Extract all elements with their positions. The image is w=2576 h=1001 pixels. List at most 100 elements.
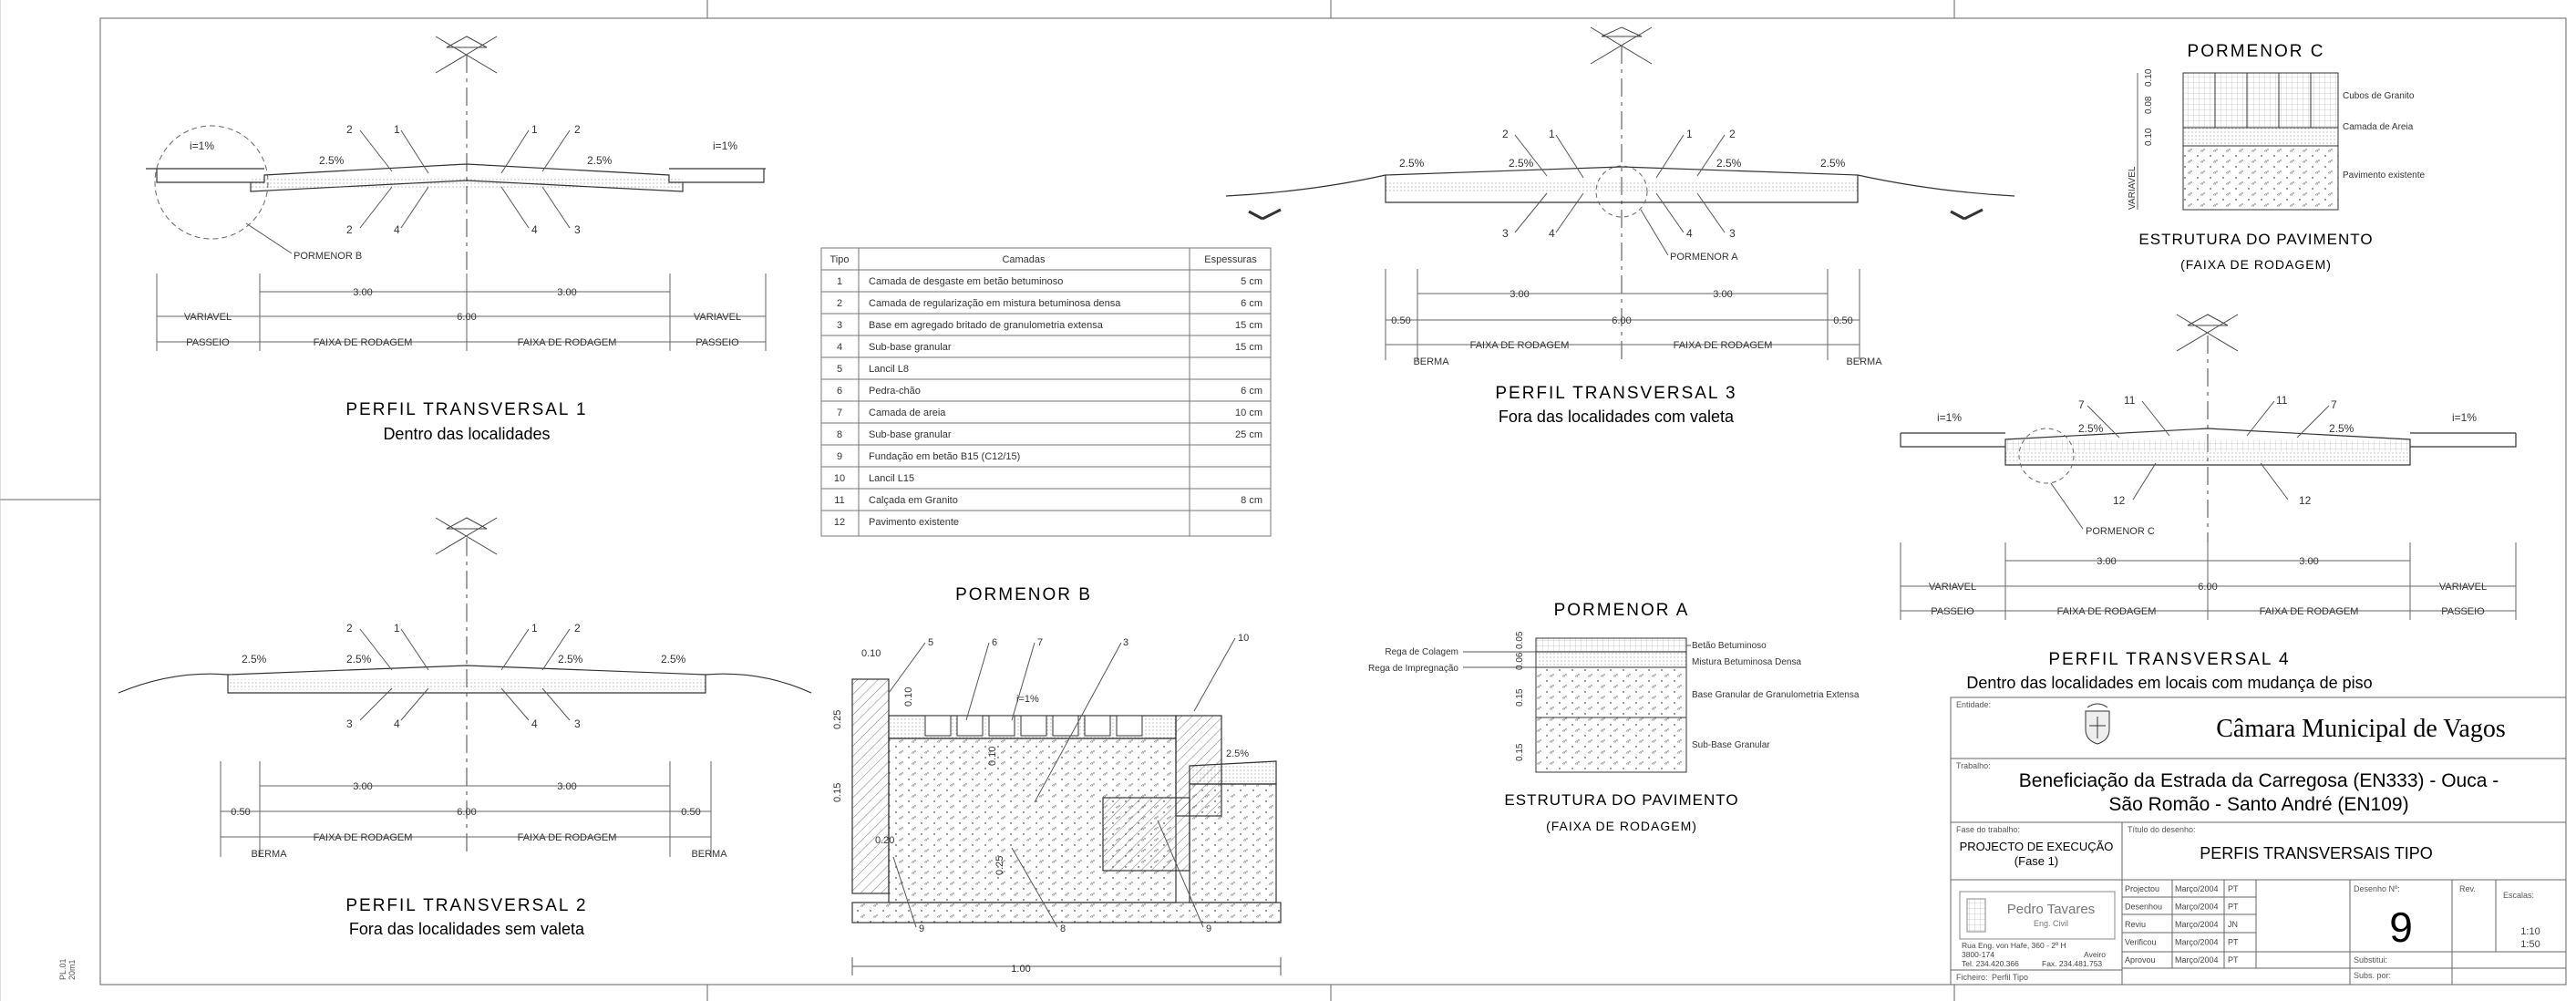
work-line-1: Beneficiação da Estrada da Carregosa (EN…: [2019, 770, 2499, 791]
p4-slope: 2.5%: [2329, 422, 2354, 435]
phase-label: Fase do trabalho:: [1956, 825, 2020, 834]
dim: 0.10: [987, 747, 998, 766]
dim: FAIXA DE RODAGEM: [314, 832, 413, 843]
dim: 3.00: [353, 287, 372, 298]
dim: BERMA: [1413, 356, 1449, 367]
callout: 4: [531, 717, 538, 730]
dim: BERMA: [1846, 356, 1882, 367]
p3-slope: 2.5%: [1509, 157, 1534, 170]
table-cell-espessura: 25 cm: [1235, 429, 1262, 440]
profile-2-subtitle: Fora das localidades sem valeta: [349, 920, 585, 938]
profile-1-subtitle: Dentro das localidades: [383, 425, 550, 443]
p3-slope: 2.5%: [1399, 157, 1425, 170]
dim: BERMA: [251, 849, 287, 860]
profile-1-dimensions: [156, 273, 767, 351]
file-label: Ficheiro:: [1956, 973, 1988, 982]
callout: 4: [394, 223, 400, 236]
pormenor-a: PORMENOR A Rega de Colagem Rega de Impre…: [1368, 601, 1860, 833]
p2-slope: 2.5%: [242, 653, 267, 666]
pormenor-c-marker: [2018, 428, 2075, 484]
profile-2-title: PERFIL TRANSVERSAL 2: [345, 896, 587, 915]
signature-init: PT: [2228, 938, 2239, 947]
callout: 1: [394, 622, 400, 635]
signature-init: PT: [2228, 884, 2239, 893]
dim: 0.50: [1391, 315, 1410, 326]
dim: 3.00: [1713, 289, 1732, 300]
p1-slope-l: 2.5%: [319, 154, 345, 167]
table-cell-tipo: 3: [837, 320, 842, 331]
entity-name: Câmara Municipal de Vagos: [2216, 715, 2506, 743]
dim: 0.15: [1515, 688, 1525, 707]
dim: 0.15: [1515, 743, 1525, 761]
table-cell-espessura: 6 cm: [1241, 386, 1262, 397]
table-cell-tipo: 9: [837, 451, 842, 462]
callout: 4: [394, 717, 400, 730]
callout: 7: [2331, 398, 2337, 411]
profile-1-detail: PORMENOR B: [294, 251, 362, 262]
pormenor-a-marker: [1595, 165, 1648, 218]
label: Rega de Colagem: [1385, 647, 1458, 657]
callout: 2: [1502, 128, 1509, 140]
callout: 2: [346, 223, 353, 236]
table-cell-camada: Fundação em betão B15 (C12/15): [869, 451, 1020, 462]
p1-slope-right: i=1%: [713, 139, 737, 152]
table-cell-tipo: 2: [837, 298, 842, 309]
table-cell-espessura: 15 cm: [1235, 342, 1262, 353]
signature-date: Março/2004: [2175, 903, 2219, 912]
dim: 0.50: [231, 807, 250, 818]
dim: 0.06: [1515, 652, 1525, 670]
table-cell-espessura: 6 cm: [1241, 298, 1262, 309]
callout: 2: [574, 123, 581, 136]
p2-slope: 2.5%: [558, 653, 583, 666]
table-cell-tipo: 12: [834, 517, 845, 528]
callout: 7: [2078, 398, 2085, 411]
callout: 3: [1123, 637, 1128, 648]
p4-slope: 2.5%: [2078, 422, 2104, 435]
pormenor-b-marker: [154, 125, 269, 240]
profile-4-title: PERFIL TRANSVERSAL 4: [2048, 650, 2290, 669]
signature-date: Março/2004: [2175, 920, 2219, 929]
layer-label: Cubos de Granito: [2343, 91, 2415, 101]
dim: VARIAVEL: [2128, 166, 2138, 210]
profile-3-title: PERFIL TRANSVERSAL 3: [1495, 384, 1736, 403]
profile-1-title: PERFIL TRANSVERSAL 1: [345, 400, 587, 419]
table-cell-camada: Lancil L8: [869, 364, 909, 375]
table-cell-espessura: 5 cm: [1241, 276, 1262, 287]
table-cell-espessura: 15 cm: [1235, 320, 1262, 331]
profile-3-detail: PORMENOR A: [1670, 252, 1738, 263]
callout: 1: [531, 123, 538, 136]
pormenor-c-caption: ESTRUTURA DO PAVIMENTO: [2138, 231, 2373, 248]
designer-name: Pedro Tavares: [2007, 902, 2095, 917]
dim: FAIXA DE RODAGEM: [1470, 340, 1570, 351]
sheet-no-label: Desenho Nº:: [2354, 884, 2400, 893]
profile-1-slopes: i=1% 2.5% 2.5% i=1%: [190, 139, 737, 167]
dim: 0.50: [681, 807, 700, 818]
drawing-title: PERFIS TRANSVERSAIS TIPO: [2200, 844, 2432, 862]
p2-slope: 2.5%: [346, 653, 372, 666]
dim: 0.10: [903, 687, 914, 707]
signature-date: Março/2004: [2175, 938, 2219, 947]
signature-role: Projectou: [2125, 884, 2159, 893]
table-cell-camada: Camada de areia: [869, 408, 946, 418]
table-cell-tipo: 10: [834, 473, 845, 484]
dim: 6.00: [457, 312, 476, 323]
dim: 3.00: [557, 781, 576, 792]
table-cell-espessura: 8 cm: [1241, 495, 1262, 506]
profile-3-subtitle: Fora das localidades com valeta: [1499, 408, 1735, 426]
table-cell-tipo: 8: [837, 429, 842, 440]
dim: 0.50: [1833, 315, 1852, 326]
callout: 3: [574, 223, 581, 236]
signature-init: PT: [2228, 955, 2239, 965]
municipal-seal-icon: [2085, 703, 2110, 745]
side-tag-2: 20m1: [67, 959, 77, 980]
profile-1-road: [146, 163, 766, 192]
table-cell-camada: Sub-base granular: [869, 429, 952, 440]
dim: 0.10: [861, 648, 881, 659]
dim: 0.08: [2144, 96, 2154, 114]
dim: VARIAVEL: [694, 312, 741, 323]
dim: VARIAVEL: [1929, 582, 1976, 593]
table-cell-camada: Pavimento existente: [869, 517, 959, 528]
pormenor-c-sub: (FAIXA DE RODAGEM): [2180, 257, 2332, 272]
layer-label: Betão Betuminoso: [1692, 641, 1767, 651]
